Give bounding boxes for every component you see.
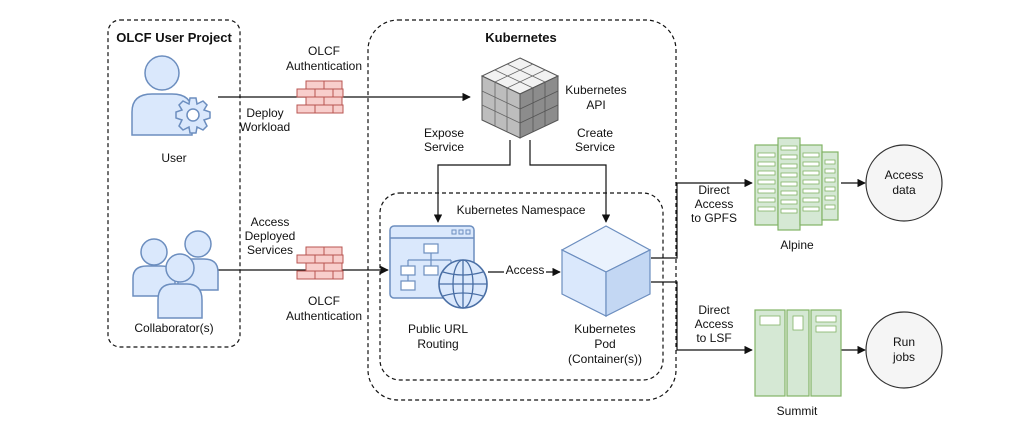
svg-text:Direct: Direct bbox=[698, 303, 730, 317]
svg-text:Access: Access bbox=[251, 215, 290, 229]
svg-text:Authentication: Authentication bbox=[286, 309, 362, 323]
kubernetes-namespace-title: Kubernetes Namespace bbox=[457, 203, 586, 217]
svg-text:Workload: Workload bbox=[240, 120, 290, 134]
kubernetes-pod-icon bbox=[560, 225, 652, 317]
label-deploy-workload: Deploy Workload bbox=[240, 106, 290, 134]
svg-text:Kubernetes: Kubernetes bbox=[565, 83, 626, 97]
svg-text:Pod: Pod bbox=[594, 337, 615, 351]
public-url-routing-icon bbox=[389, 225, 488, 309]
svg-text:jobs: jobs bbox=[892, 350, 915, 364]
collaborators-label: Collaborator(s) bbox=[134, 321, 213, 335]
user-label: User bbox=[161, 151, 186, 165]
run-jobs-label: Run jobs bbox=[892, 335, 915, 364]
summit-server-icon bbox=[754, 309, 842, 397]
label-create-service: Create Service bbox=[575, 126, 615, 154]
edge-direct-access-gpfs bbox=[651, 178, 753, 259]
svg-text:Deployed: Deployed bbox=[245, 229, 296, 243]
svg-text:Create: Create bbox=[577, 126, 613, 140]
svg-text:Service: Service bbox=[424, 140, 464, 154]
alpine-label: Alpine bbox=[780, 238, 814, 252]
svg-text:Expose: Expose bbox=[424, 126, 464, 140]
kubernetes-api-icon bbox=[480, 57, 560, 139]
access-data-label: Access data bbox=[885, 168, 924, 197]
kubernetes-group bbox=[367, 19, 677, 401]
svg-text:Public URL: Public URL bbox=[408, 322, 468, 336]
firewall-top-icon bbox=[296, 80, 344, 114]
kubernetes-pod-label: Kubernetes Pod (Container(s)) bbox=[568, 322, 642, 366]
label-access: Access bbox=[506, 263, 545, 277]
firewall-top-label: OLCF Authentication bbox=[286, 44, 362, 73]
alpine-server-icon bbox=[754, 137, 839, 231]
summit-label: Summit bbox=[777, 404, 818, 418]
run-jobs-node bbox=[865, 311, 943, 389]
svg-text:OLCF: OLCF bbox=[308, 44, 340, 58]
firewall-bottom-label: OLCF Authentication bbox=[286, 294, 362, 323]
svg-text:API: API bbox=[586, 98, 605, 112]
svg-text:to LSF: to LSF bbox=[696, 331, 731, 345]
svg-text:Kubernetes: Kubernetes bbox=[574, 322, 635, 336]
svg-text:Run: Run bbox=[893, 335, 915, 349]
svg-text:Access: Access bbox=[695, 317, 734, 331]
edge-direct-access-lsf bbox=[651, 281, 753, 355]
svg-text:data: data bbox=[892, 183, 916, 197]
kubernetes-title: Kubernetes bbox=[485, 30, 557, 45]
olcf-user-project-title: OLCF User Project bbox=[116, 30, 232, 45]
label-direct-access-lsf: Direct Access to LSF bbox=[695, 303, 734, 345]
label-expose-service: Expose Service bbox=[424, 126, 464, 154]
svg-text:Access: Access bbox=[695, 197, 734, 211]
public-url-routing-label: Public URL Routing bbox=[408, 322, 468, 351]
svg-text:Direct: Direct bbox=[698, 183, 730, 197]
svg-text:OLCF: OLCF bbox=[308, 294, 340, 308]
svg-text:Authentication: Authentication bbox=[286, 59, 362, 73]
access-data-node bbox=[865, 144, 943, 222]
edge-expose-service bbox=[433, 140, 511, 223]
kubernetes-namespace-group bbox=[379, 192, 664, 381]
svg-text:to GPFS: to GPFS bbox=[691, 211, 737, 225]
label-access-deployed-services: Access Deployed Services bbox=[245, 215, 296, 257]
collaborators-icon bbox=[132, 230, 219, 319]
label-access-bg bbox=[504, 263, 546, 277]
user-icon bbox=[131, 55, 211, 136]
svg-text:Routing: Routing bbox=[417, 337, 458, 351]
firewall-bottom-icon bbox=[296, 246, 344, 280]
label-direct-access-gpfs: Direct Access to GPFS bbox=[691, 183, 737, 225]
edge-create-service bbox=[529, 140, 611, 223]
svg-text:Services: Services bbox=[247, 243, 293, 257]
svg-text:Deploy: Deploy bbox=[246, 106, 283, 120]
svg-text:(Container(s)): (Container(s)) bbox=[568, 352, 642, 366]
svg-text:Service: Service bbox=[575, 140, 615, 154]
svg-text:Access: Access bbox=[885, 168, 924, 182]
kubernetes-api-label: Kubernetes API bbox=[565, 83, 626, 112]
